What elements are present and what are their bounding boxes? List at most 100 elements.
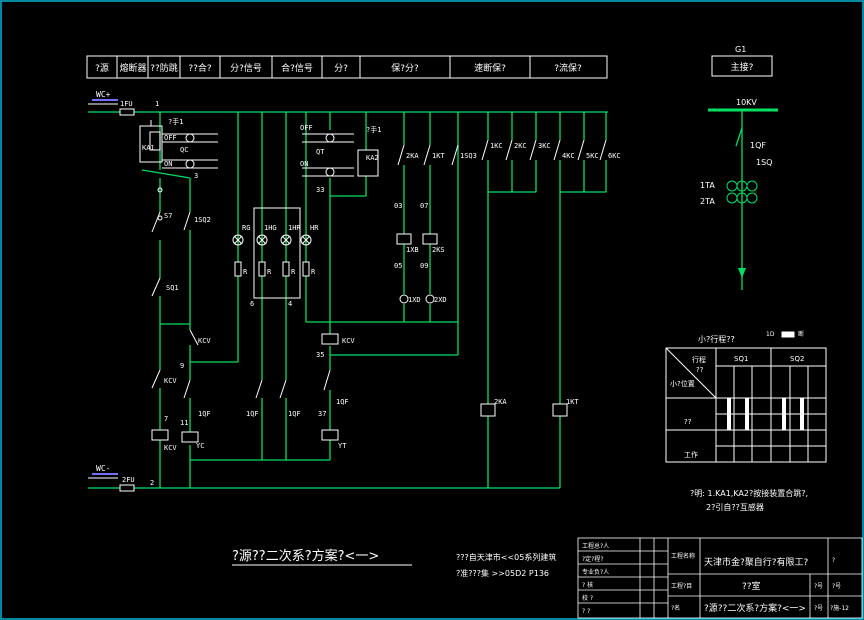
label-r-4: R [311,268,316,276]
one-line-diagram [708,55,778,290]
header-table [86,55,608,79]
tb-row-2: 专业负?人 [582,568,609,576]
label-1sq2: 1SQ2 [194,216,211,224]
pos-sq2: SQ2 [790,355,804,363]
label-off1: OFF [164,134,177,142]
label-node-6: 6 [250,300,254,308]
label-1hr: 1HR [288,224,301,232]
note-line-1: ?明: 1.KA1,KA2?按接装置合跳?, [690,488,808,498]
label-main-wiring: 主接? [731,61,754,73]
label-node-05: 05 [394,262,402,270]
label-4kc: 4KC [562,152,575,160]
pos-legend-a: 1D [766,331,775,338]
label-node-3: 3 [194,172,198,180]
label-node-11: 11 [180,419,188,427]
tb-row-4: 校 ? [582,594,593,602]
label-qf-oneline: 1QF [750,141,766,150]
label-node-7: 7 [164,415,168,423]
label-1qf-a: 1QF [198,410,211,418]
label-1qf-d: 1QF [288,410,301,418]
label-wc-minus: WC- [96,464,110,473]
label-2ka-coil: 2KA [494,398,507,406]
label-node-09: 09 [420,262,428,270]
label-sq-oneline: 1SQ [756,158,772,167]
label-2ks: 2KS [432,246,445,254]
label-node-35: 35 [316,351,324,359]
label-hand2: ?手1 [366,125,381,134]
label-node-4: 4 [288,300,292,308]
devices [88,103,607,492]
label-sq1: SQ1 [166,284,179,292]
tb-dwg-label: ?名 [671,604,680,612]
label-ka1: KA1 [142,144,155,152]
label-hand1: ?手1 [168,117,183,126]
note-line-2: 2?引自??互感器 [706,502,764,512]
wiring [88,111,608,489]
pos-head-row: 行程 [692,355,706,364]
tb-row-1: ?定?程? [582,555,604,563]
source-line-1: ???自天津市<<05系列建筑 [456,552,556,562]
pos-sq1: SQ1 [734,355,748,363]
label-1xd: 1XD [408,296,421,304]
header-cell-2: ??防跳 [150,62,178,74]
label-2ka: 2KA [406,152,419,160]
label-2kc: 2KC [514,142,527,150]
tb-proj-label: 工程名称 [671,552,695,560]
label-on2: ON [300,160,308,168]
label-wc-plus: WC+ [96,90,111,99]
label-node-1: 1 [155,100,159,108]
label-rg: RG [242,224,250,232]
header-cell-9: ?流保? [554,62,582,74]
tb-code-a: ?号 [814,583,823,590]
tb-row-0: 工程总?人 [582,542,609,550]
label-2xd: 2XD [434,296,447,304]
pos-side: 小?位置 [670,379,695,388]
label-kcv-b: KCV [342,337,355,345]
label-node-07: 07 [420,202,428,210]
label-5kc: 5KC [586,152,599,160]
position-table [665,331,827,463]
label-2ta: 2TA [700,197,715,206]
label-1kc: 1KC [490,142,503,150]
label-node-37: 37 [318,410,326,418]
label-1xb: 1XB [406,246,419,254]
label-node-03: 03 [394,202,402,210]
label-yc: YC [196,442,204,450]
label-r-1: R [243,268,248,276]
label-node-2: 2 [150,479,154,487]
header-cell-6: 分? [334,63,348,74]
header-cell-0: ?源 [95,63,109,74]
tb-sub-label: 工程?目 [671,582,692,590]
pos-row2: 工作 [684,450,698,459]
label-qt: QT [316,148,325,156]
header-cell-7: 保?分? [391,62,419,74]
label-g1: G1 [735,45,746,54]
label-off2: OFF [300,124,313,132]
label-yt: YT [338,442,347,450]
tb-dwg-no-value: ?施-12 [830,604,849,612]
label-1fu: 1FU [120,100,133,108]
label-3kc: 3KC [538,142,551,150]
label-qc: QC [180,146,188,154]
tb-row-5: ? ? [582,608,590,615]
label-10kv: 10KV [736,98,757,107]
label-r-3: R [291,268,296,276]
label-kcv-a: KCV [164,377,177,385]
tb-sub-value: ??室 [742,580,761,592]
label-on1: ON [164,160,172,168]
position-fill [727,398,804,430]
label-2fu: 2FU [122,476,135,484]
drawing-title: ?源??二次系?方案?<一> [232,548,379,564]
label-1kt-coil: 1KT [566,398,579,406]
source-line-2: ?准???集 >>05D2 P136 [456,568,549,578]
label-1qf-c: 1QF [246,410,259,418]
header-cell-8: 速断保? [474,62,506,74]
label-s7: S7 [164,212,172,220]
label-kcv-switch: KCV [198,337,211,345]
label-1sq3: 1SQ3 [460,152,477,160]
pos-head-q: ?? [696,366,704,374]
tb-row-3: ? 核 [582,581,593,589]
pos-table-title: 小?行程?? [698,334,735,344]
label-node-9: 9 [180,362,184,370]
